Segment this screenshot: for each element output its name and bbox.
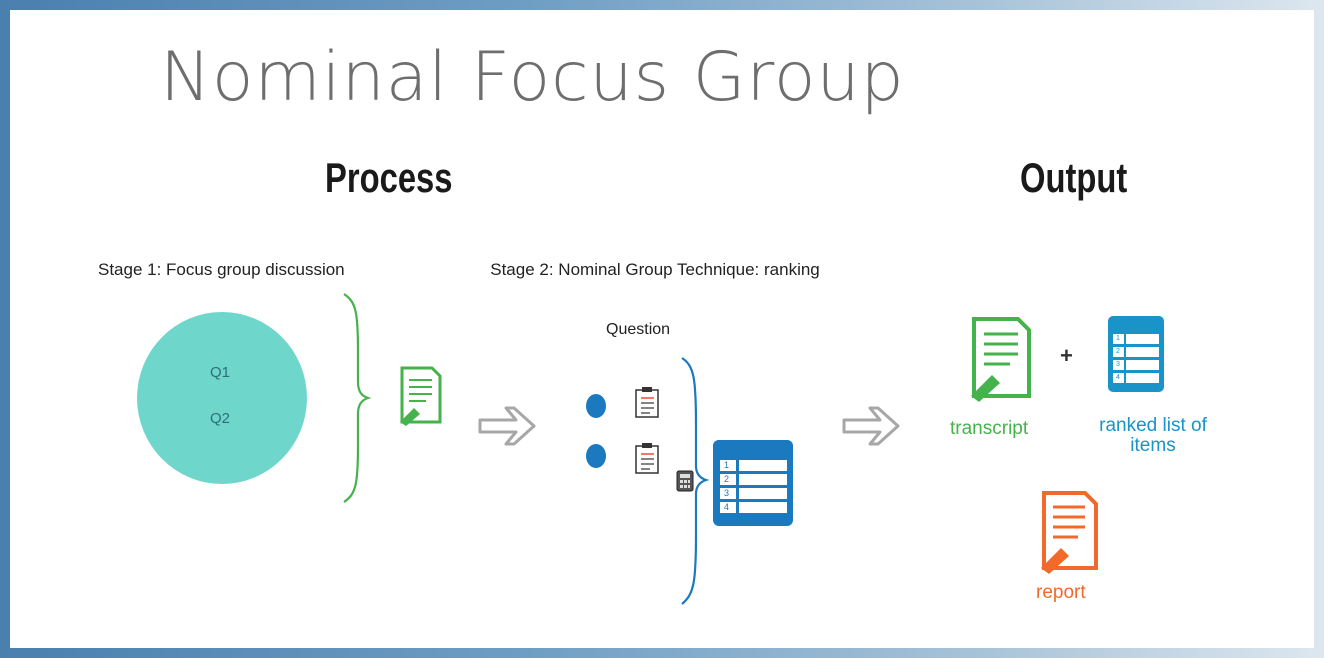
question-label: Question [606,321,671,338]
process-heading: Process [325,154,453,201]
ranked-table-icon: 1 2 3 4 [713,440,793,526]
stage2-label: Stage 2: Nominal Group Technique: rankin… [490,260,820,279]
slide: Nominal Focus Group Process Output Stage… [10,10,1314,648]
ranked-row-number: 2 [1116,348,1120,355]
right-arrow-icon [478,406,536,446]
ranked-list-label: ranked list of items [1098,416,1208,456]
participant-dot-icon [586,394,606,418]
clipboard-icon [635,387,659,418]
ranked-row-number: 1 [1116,335,1120,342]
report-label: report [1036,582,1086,603]
document-pencil-icon [400,366,442,426]
stage1-brace [343,293,372,503]
right-arrow-icon [842,406,900,446]
ranked-list-icon: 1 2 3 4 [1108,316,1164,392]
table-row-number: 4 [724,502,730,512]
stage1-label: Stage 1: Focus group discussion [98,260,345,279]
participant-dot-icon [586,444,606,468]
ranked-row-number: 3 [1116,361,1120,368]
table-row-number: 1 [724,460,730,470]
plus-sign: + [1060,343,1073,368]
question-1-label: Q1 [210,364,231,381]
focus-group-circle [137,312,307,484]
calculator-icon [676,470,694,492]
table-row-number: 3 [724,488,730,498]
ranked-list-text: ranked list of items [1099,415,1207,456]
transcript-document-icon [971,317,1031,402]
page-title: Nominal Focus Group [160,38,905,117]
stage2-brace [681,357,710,605]
ranked-row-number: 4 [1116,374,1120,381]
table-row-number: 2 [724,474,730,484]
output-heading: Output [1020,154,1128,201]
transcript-label: transcript [950,418,1029,439]
question-2-label: Q2 [210,410,231,427]
clipboard-icon [635,443,659,474]
report-document-icon [1041,491,1098,574]
